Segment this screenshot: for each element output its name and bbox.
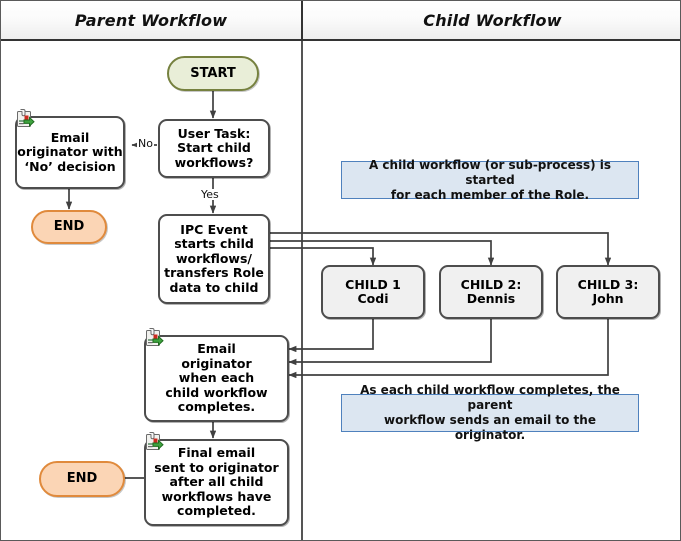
edge-ipc-to-child3 — [270, 232, 612, 266]
edge-child1-to-emaileach — [288, 319, 374, 353]
node-start-label: START — [190, 65, 236, 81]
lane-header-row: Parent Workflow Child Workflow — [1, 1, 680, 41]
node-start[interactable]: START — [167, 56, 259, 91]
edge-ipc-to-child1 — [270, 247, 377, 266]
node-child-2[interactable]: CHILD 2:Dennis — [439, 265, 543, 319]
node-end-final-label: END — [66, 471, 98, 487]
lane-divider — [301, 41, 303, 540]
edge-child2-to-emaileach — [288, 319, 492, 366]
node-child-2-label: CHILD 2:Dennis — [460, 276, 522, 306]
edge-label-no: No — [137, 137, 154, 150]
email-document-icon — [146, 432, 164, 451]
edge-ipc-to-child2 — [270, 240, 495, 266]
email-document-icon — [17, 109, 35, 128]
node-end-final[interactable]: END — [39, 461, 125, 497]
edge-label-yes: Yes — [200, 188, 220, 201]
node-child-3-label: CHILD 3:John — [577, 276, 639, 306]
node-child-3[interactable]: CHILD 3:John — [556, 265, 660, 319]
edge-child3-to-emaileach — [288, 319, 609, 379]
lane-header-child-label: Child Workflow — [423, 10, 562, 30]
note-email-on-each-completion: As each child workflow completes, the pa… — [341, 383, 639, 442]
note-child-started-per-role-member: A child workflow (or sub-process) is sta… — [341, 158, 639, 202]
email-document-icon — [146, 328, 164, 347]
lane-header-parent-label: Parent Workflow — [74, 10, 228, 30]
header-divider — [301, 1, 303, 41]
note-email-on-each-completion-text: As each child workflow completes, the pa… — [360, 383, 620, 442]
node-end-no-branch[interactable]: END — [31, 210, 107, 244]
node-end-no-branch-label: END — [53, 219, 85, 235]
lane-header-parent: Parent Workflow — [1, 1, 301, 39]
lane-header-child: Child Workflow — [303, 1, 680, 39]
note-child-started-per-role-member-text: A child workflow (or sub-process) is sta… — [368, 157, 612, 202]
